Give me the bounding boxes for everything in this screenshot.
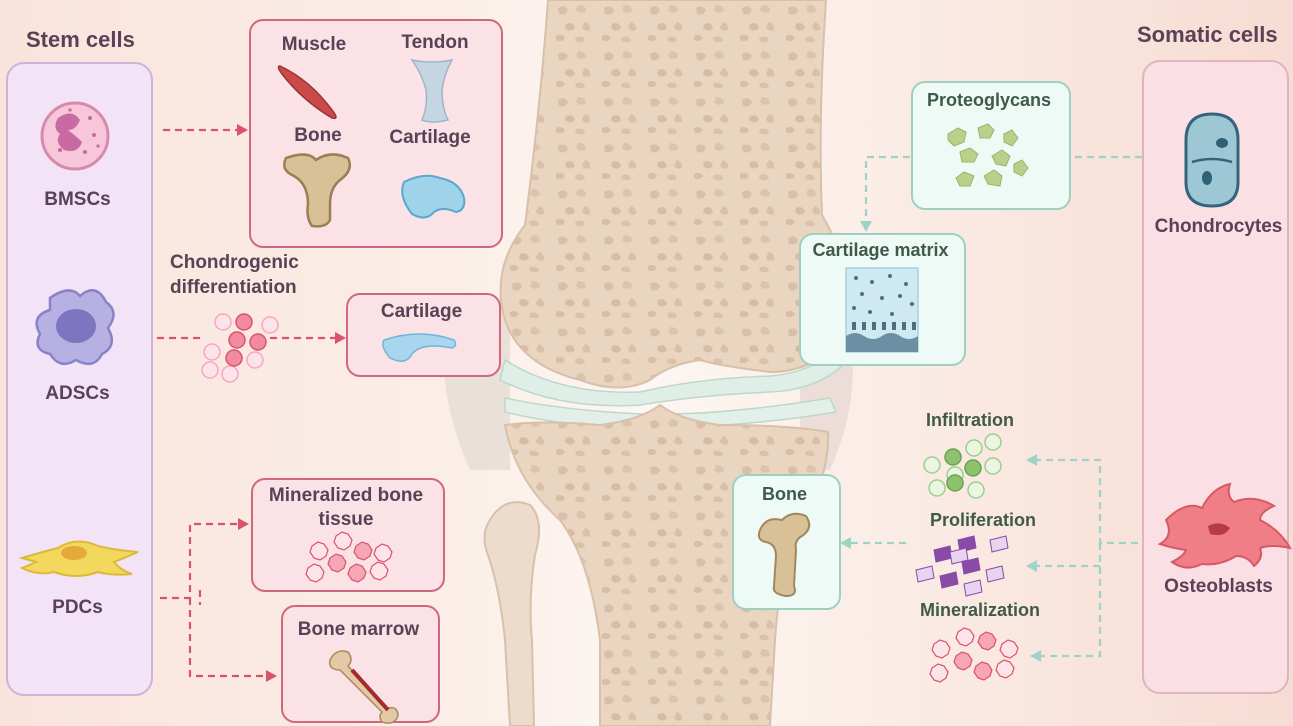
femur-icon [759, 514, 809, 596]
